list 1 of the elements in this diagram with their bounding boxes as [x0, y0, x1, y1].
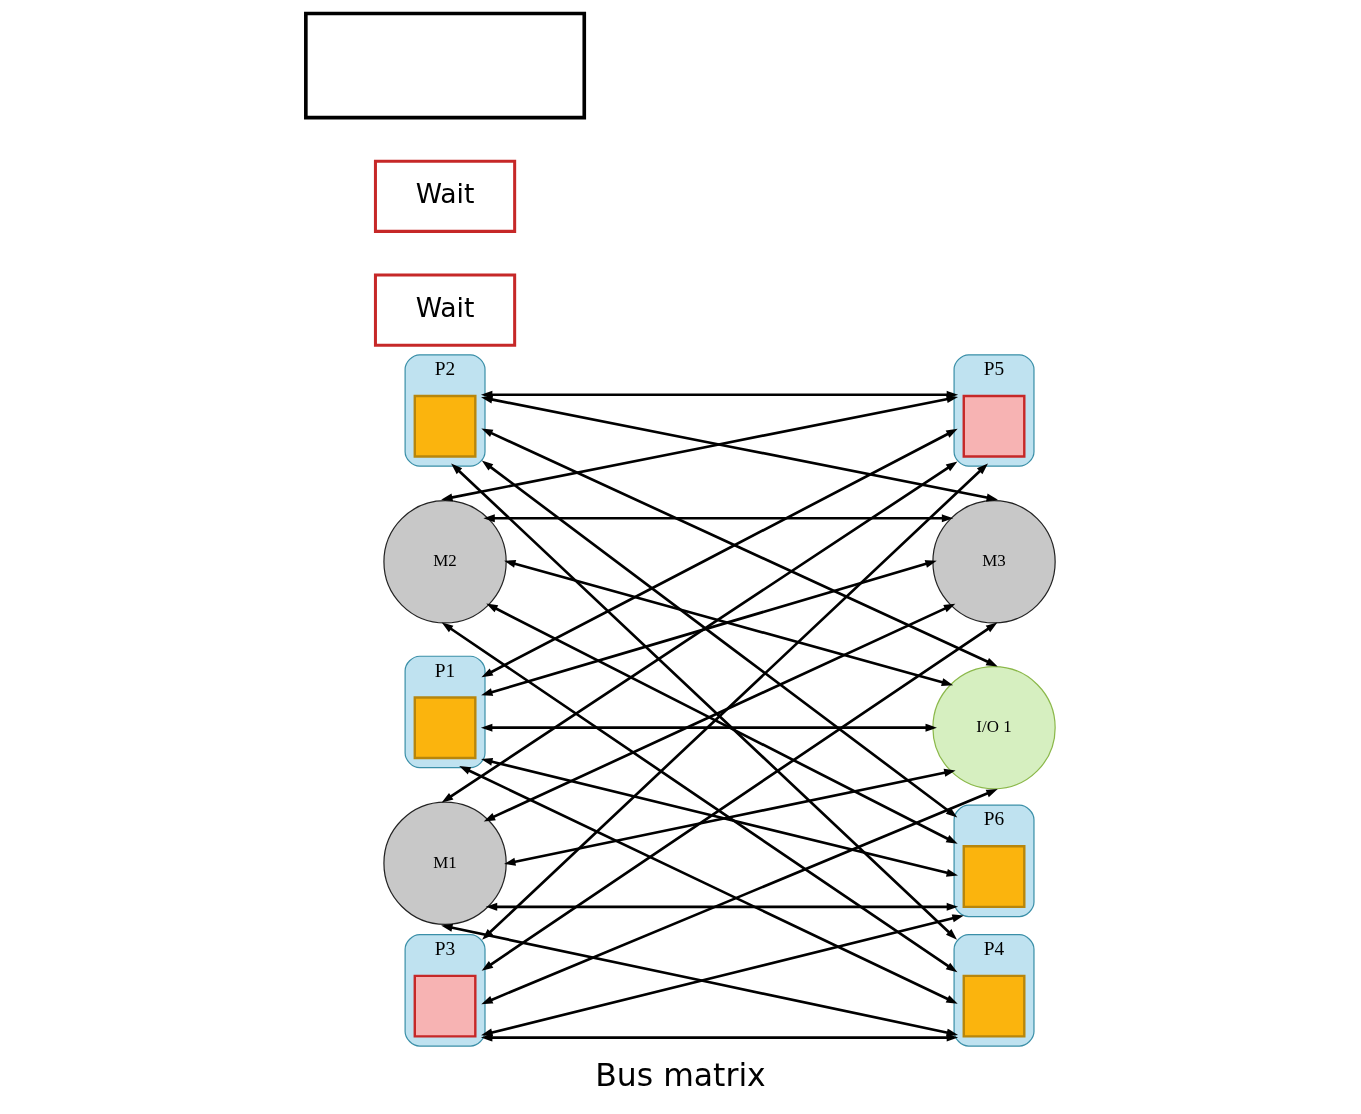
caption: Bus matrix [595, 1056, 766, 1093]
